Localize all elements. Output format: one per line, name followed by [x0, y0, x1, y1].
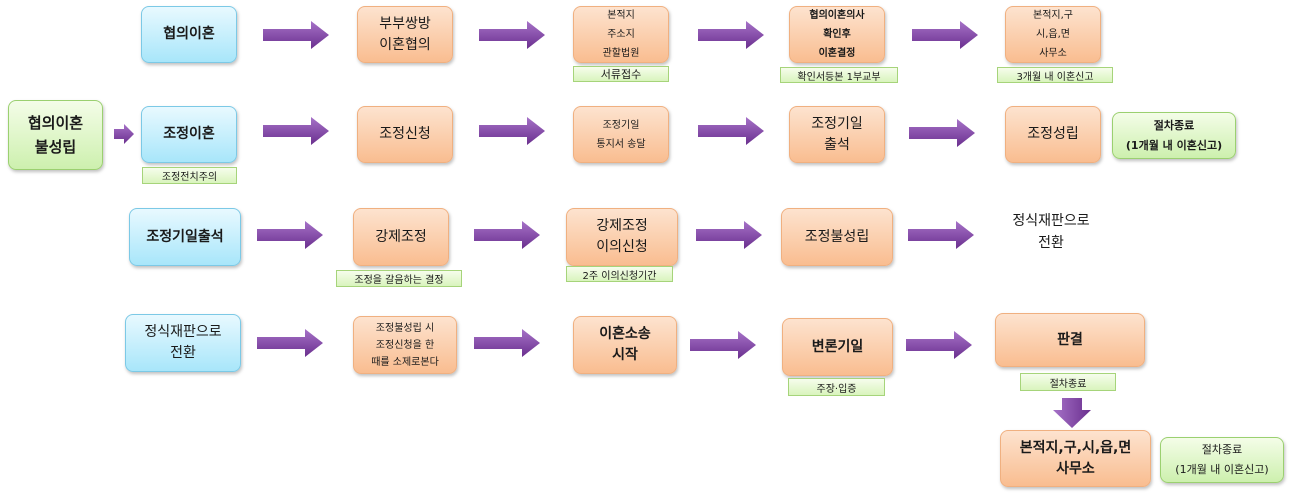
step-mutual-agreement: 부부쌍방 이혼협의 — [357, 6, 453, 63]
start-box: 협의이혼 불성립 — [8, 100, 103, 170]
tag-document-submission: 서류접수 — [573, 66, 669, 82]
tag-decision-in-lieu: 조정을 갈음하는 결정 — [336, 270, 462, 287]
tag-procedure-end: 절차종료 — [1020, 373, 1116, 391]
step-deemed-filing: 조정불성립 시 조정신청을 한 때를 소제로본다 — [353, 316, 457, 374]
arrow-down-to-final — [1053, 398, 1091, 428]
arrow-r2-2 — [479, 117, 545, 145]
arrow-r4-2 — [474, 329, 540, 357]
arrow-r3-2 — [474, 221, 540, 249]
tag-two-week-objection: 2주 이의신청기간 — [566, 266, 673, 282]
tag-report-within-3-months: 3개월 내 이혼신고 — [997, 67, 1113, 83]
arrow-r3-3 — [696, 221, 762, 249]
step-judgment: 판결 — [995, 313, 1145, 367]
arrow-r2-1 — [263, 117, 329, 145]
arrow-r3-1 — [257, 221, 323, 249]
step-objection-filing: 강제조정 이의신청 — [566, 208, 678, 266]
step-formal-trial-transition: 정식재판으로 전환 — [993, 204, 1109, 259]
step-final-registry: 본적지,구,시,읍,면 사무소 — [1000, 430, 1151, 487]
arrow-r1-1 — [263, 21, 329, 49]
step-mediation-date-attendance: 조정기일출석 — [129, 208, 241, 266]
arrow-r2-4 — [909, 119, 975, 147]
step-compulsory-mediation: 강제조정 — [353, 208, 449, 266]
arrow-r1-4 — [912, 21, 978, 49]
step-mediation-divorce: 조정이혼 — [141, 106, 237, 163]
step-formal-trial: 정식재판으로 전환 — [125, 314, 241, 372]
step-notice-delivery: 조정기일 통지서 송달 — [573, 106, 669, 163]
tag-claims-evidence: 주장·입증 — [788, 378, 885, 396]
end-procedure-1: 절차종료 (1개월 내 이혼신고) — [1112, 112, 1236, 159]
tag-mediation-first-principle: 조정전치주의 — [142, 167, 237, 184]
arrow-start-to-mediation — [114, 124, 134, 144]
step-divorce-decision: 협의이혼의사 확인후 이혼결정 — [789, 6, 885, 63]
step-court-filing: 본적지 주소지 관할법원 — [573, 6, 669, 63]
step-registry-office: 본적지,구 시,읍,면 사무소 — [1005, 6, 1101, 63]
step-consensual-divorce: 협의이혼 — [141, 6, 237, 63]
arrow-r4-3 — [690, 331, 756, 359]
arrow-r1-3 — [698, 21, 764, 49]
arrow-r2-3 — [698, 117, 764, 145]
step-mediation-failure: 조정불성립 — [781, 208, 893, 266]
tag-certificate-issued: 확인서등본 1부교부 — [780, 67, 898, 83]
arrow-r4-4 — [906, 331, 972, 359]
arrow-r3-4 — [908, 221, 974, 249]
step-pleading-date: 변론기일 — [782, 318, 893, 376]
step-mediation-attendance: 조정기일 출석 — [789, 106, 885, 163]
step-mediation-request: 조정신청 — [357, 106, 453, 163]
step-lawsuit-start: 이혼소송 시작 — [573, 316, 677, 374]
end-procedure-2: 절차종료 (1개월 내 이혼신고) — [1160, 437, 1284, 483]
arrow-r1-2 — [479, 21, 545, 49]
step-mediation-success: 조정성립 — [1005, 106, 1101, 163]
arrow-r4-1 — [257, 329, 323, 357]
